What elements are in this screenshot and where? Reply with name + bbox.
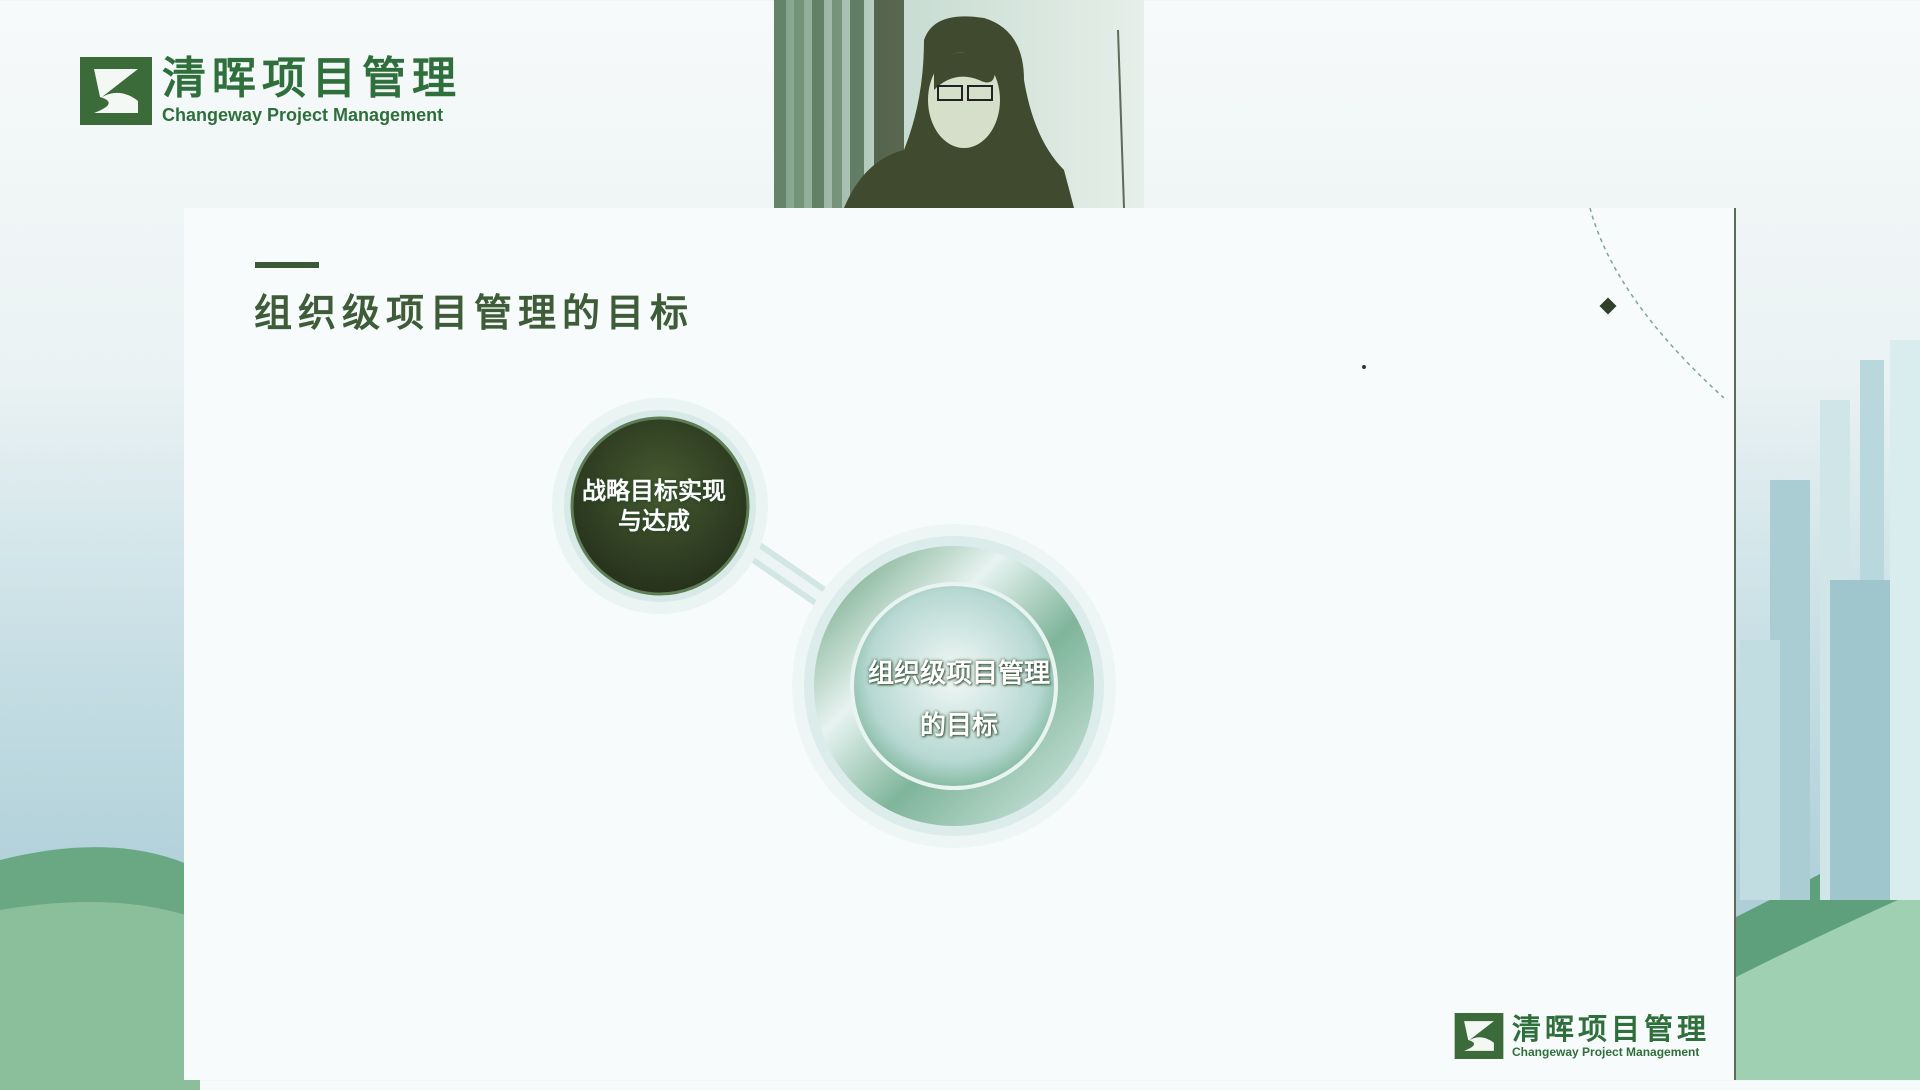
node-strategic-goal-label: 战略目标实现 与达成 [564,476,744,536]
node-opm-goal-label: 组织级项目管理 的目标 [824,648,1094,752]
decorative-dot [1362,365,1366,369]
brand-mark-icon [80,56,152,125]
goal-diagram [552,398,1116,848]
big-node-inner [850,582,1058,790]
footer-brand-name-en: Changeway Project Management [1512,1045,1700,1059]
brand-name-cn: 清晖项目管理 [162,53,462,104]
slide-title: 组织级项目管理的目标 [254,291,695,335]
node-opm-line-1: 组织级项目管理 [867,659,1050,689]
footer-brand-name-cn: 清晖项目管理 [1512,1012,1711,1046]
presentation-slide: 组织级项目管理的目标 [184,208,1736,1080]
brand-name-en: Changeway Project Management [162,105,444,125]
background-buildings [1740,340,1920,900]
webcam-image [774,0,1144,208]
small-node-circle [570,416,750,596]
brand-logo-footer: 清晖项目管理 Changeway Project Management [1454,1013,1710,1059]
node-opm-line-2: 的目标 [919,711,998,741]
node-strategic-line-2: 与达成 [618,507,690,535]
background-hill-left [0,847,200,1090]
webcam-video-feed [774,0,1144,208]
node-strategic-line-1: 战略目标实现 [582,477,726,505]
brand-mark-icon [1454,1013,1504,1059]
brand-logo-header: 清晖项目管理 Changeway Project Management [80,55,462,126]
decorative-arc [1589,208,1725,399]
title-accent-bar [255,262,319,268]
